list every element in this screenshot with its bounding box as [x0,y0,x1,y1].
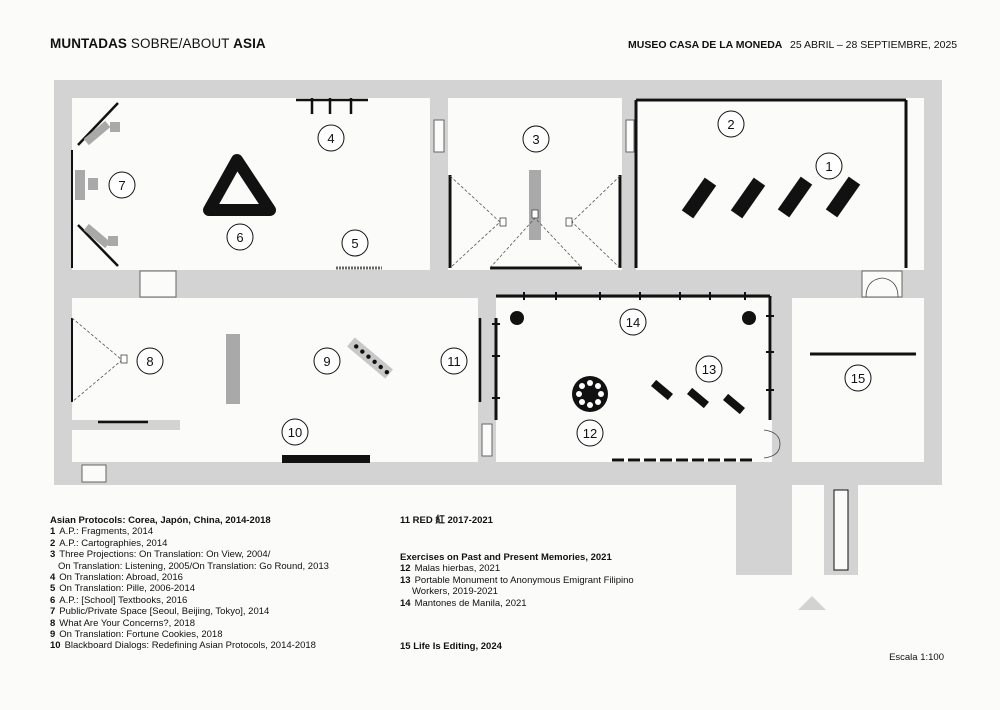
label-8: 8 [146,354,153,369]
artwork-14-mantones [510,311,756,325]
label-3: 3 [532,132,539,147]
artwork-13-portable-monument [651,379,745,415]
exhibition-dates: 25 ABRIL – 28 SEPTIEMBRE, 2025 [790,39,958,51]
label-12: 12 [583,426,597,441]
scale-label: Escala 1:100 [889,652,944,663]
artwork-number-labels [108,110,872,447]
legend-item-3-cont: On Translation: Listening, 2005/On Trans… [58,560,329,572]
legend-item-11: 11 RED 紅 2017-2021 [400,515,493,526]
door-openings [81,119,903,575]
legend-group-1: Asian Protocols: Corea, Japón, China, 20… [50,515,329,652]
artwork-9-fortune-cookies [346,337,394,379]
label-11: 11 [447,354,461,369]
legend-group-1-title: Asian Protocols: Corea, Japón, China, 20… [50,515,271,526]
entrance-arrow-icon [798,596,826,610]
artwork-1-fragments [681,176,861,219]
exhibition-title: MUNTADAS SOBRE/ABOUT ASIA [50,36,266,51]
legend-item-13-cont: Workers, 2019-2021 [412,586,498,598]
label-15: 15 [851,371,865,386]
artwork-8-concerns [71,317,240,404]
door-swings [763,277,899,459]
wall-ticks [492,292,774,399]
label-6: 6 [236,230,243,245]
label-5: 5 [351,236,358,251]
legend-item-15: 15 Life Is Editing, 2024 [400,641,502,652]
black-walls [71,98,916,424]
artwork-10-blackboard [282,455,370,463]
artwork-4-abroad [296,98,368,114]
artwork-6-textbooks [203,154,276,216]
artwork-numbers: 1 2 3 4 5 6 7 8 9 10 11 12 13 14 15 [118,117,865,441]
legend-group-2: Exercises on Past and Present Memories, … [400,552,634,609]
artwork-12-malas-hierbas [572,376,608,412]
artwork-3-projections [449,170,621,269]
label-4: 4 [327,131,334,146]
label-10: 10 [288,425,302,440]
label-2: 2 [727,117,734,132]
walls [54,80,942,575]
label-7: 7 [118,178,125,193]
museum-name: MUSEO CASA DE LA MONEDA [628,39,783,51]
label-14: 14 [626,315,640,330]
label-13: 13 [702,362,716,377]
label-9: 9 [323,354,330,369]
artwork-7-public-private-space [75,102,120,267]
legend-group-2-title: Exercises on Past and Present Memories, … [400,552,612,563]
label-1: 1 [825,159,832,174]
